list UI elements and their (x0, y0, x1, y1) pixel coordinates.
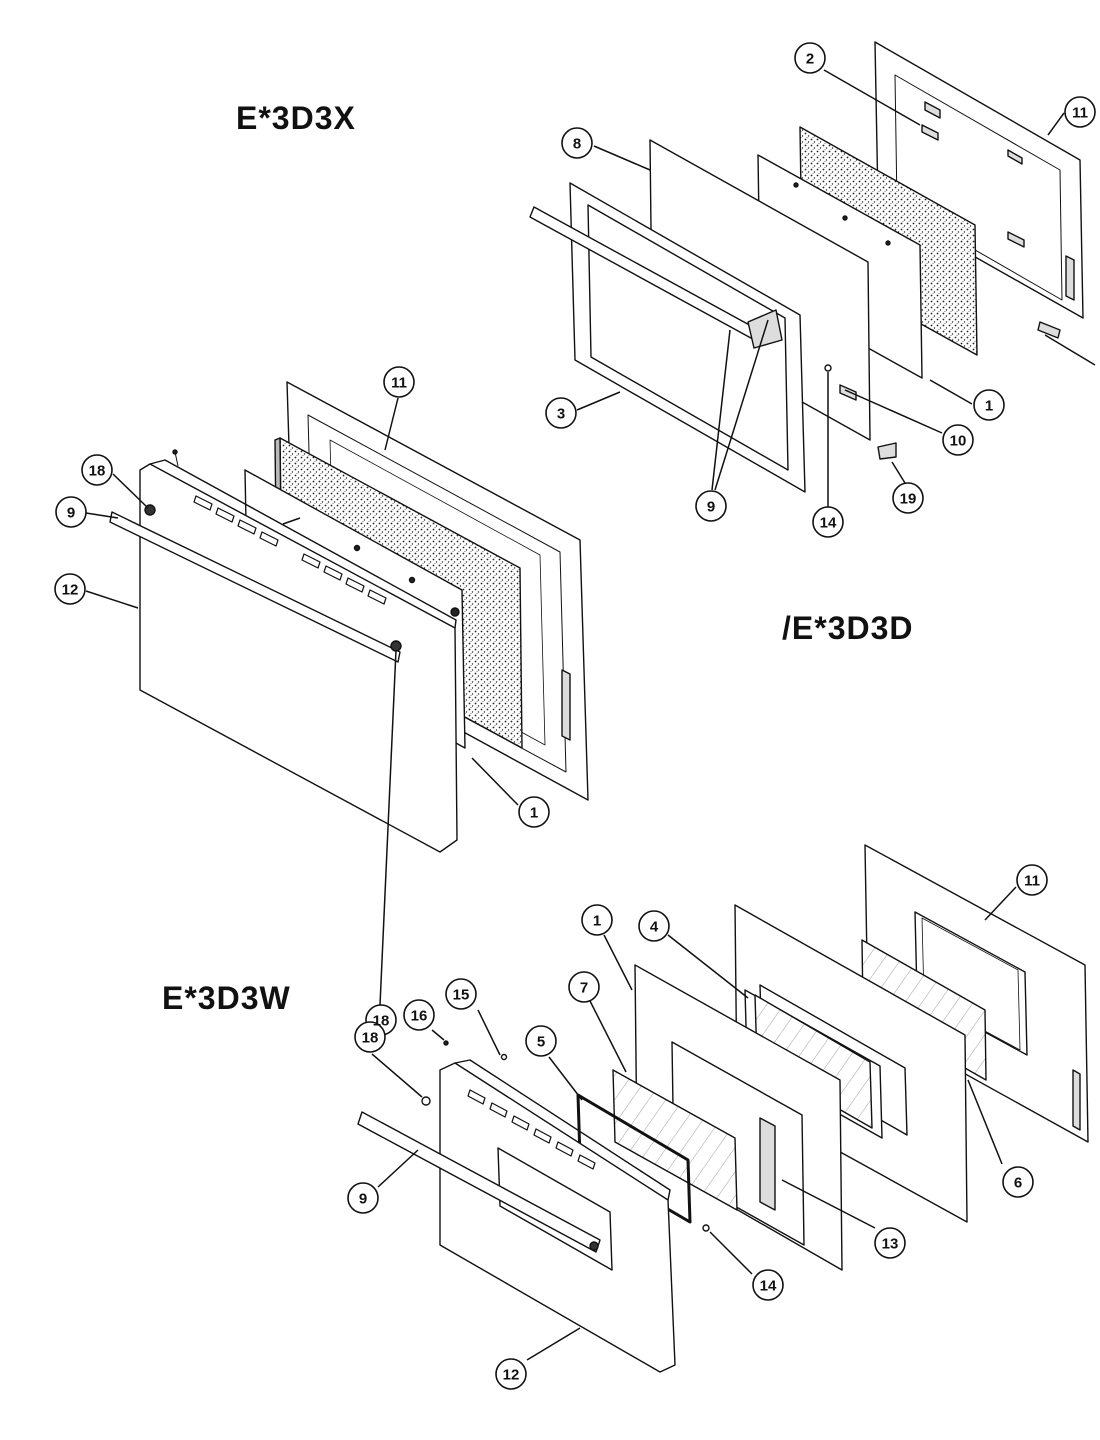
callout-circle-w-5 (525, 1025, 557, 1057)
callout-circle-x-9 (55, 496, 87, 528)
callout-circle-w-12 (495, 1358, 527, 1390)
callout-w-5: 5 (537, 1034, 545, 1051)
callout-circle-w-18 (354, 1021, 386, 1053)
callout-x-9: 9 (67, 505, 75, 522)
callout-w-16: 16 (411, 1008, 428, 1025)
assembly-x (109, 381, 589, 853)
callout-circle-d-10 (942, 424, 974, 456)
callout-w-18: 18 (362, 1030, 379, 1047)
callout-circle-x-12 (54, 573, 86, 605)
callout-d-1: 1 (985, 398, 993, 415)
callout-w-9: 9 (359, 1191, 367, 1208)
callout-d-8: 8 (573, 136, 581, 153)
callout-x-18a: 18 (89, 463, 106, 480)
callout-circle-w-16 (403, 999, 435, 1031)
leader-lines (85, 69, 1096, 1361)
callout-circle-d-14 (812, 506, 844, 538)
callout-circle-x-1 (518, 796, 550, 828)
callout-circle-w-13 (874, 1227, 906, 1259)
callout-circle-w-11 (1016, 864, 1048, 896)
callout-d-3: 3 (557, 406, 565, 423)
callout-x-12: 12 (62, 582, 79, 599)
assembly-d (529, 41, 1084, 493)
callout-d-9: 9 (707, 499, 715, 516)
callout-x-18b: 18 (373, 1013, 390, 1030)
assembly-w (357, 844, 1089, 1373)
callout-w-1: 1 (593, 913, 601, 930)
callout-w-15: 15 (453, 987, 470, 1004)
callout-w-12: 12 (503, 1367, 520, 1384)
callout-circle-d-9 (695, 490, 727, 522)
callout-d-2: 2 (806, 51, 814, 68)
callout-w-6: 6 (1014, 1175, 1022, 1192)
callout-circle-w-14 (752, 1269, 784, 1301)
gasket-5 (576, 1093, 692, 1224)
model-title-w: E*3D3W (162, 980, 291, 1016)
callout-circle-x-18a (81, 454, 113, 486)
callout-circle-d-8 (561, 127, 593, 159)
callout-circle-d-19 (892, 482, 924, 514)
callout-w-4: 4 (650, 919, 659, 936)
callout-circle-d-11 (1064, 96, 1096, 128)
callout-circle-w-7 (568, 971, 600, 1003)
callout-d-10: 10 (950, 433, 967, 450)
callout-circle-w-4 (638, 910, 670, 942)
callout-circle-d-3 (545, 397, 577, 429)
callout-w-11: 11 (1024, 873, 1040, 890)
callout-d-14: 14 (820, 515, 837, 532)
door-handle-x (109, 511, 401, 663)
callout-circle-d-1 (973, 389, 1005, 421)
model-title-d: /E*3D3D (782, 610, 914, 646)
callout-x-1: 1 (530, 805, 538, 822)
callout-circle-d-2 (794, 42, 826, 74)
callout-w-7: 7 (580, 980, 588, 997)
callout-circle-w-6 (1002, 1166, 1034, 1198)
callout-circle-w-9 (347, 1182, 379, 1214)
door-handle-w (357, 1111, 601, 1253)
callout-circle-w-15 (445, 978, 477, 1010)
callout-x-11: 11 (391, 375, 407, 392)
callout-w-13: 13 (882, 1236, 899, 1253)
model-title-x: E*3D3X (236, 100, 356, 136)
callout-circle-x-11 (383, 366, 415, 398)
callout-w-14: 14 (760, 1278, 777, 1295)
callout-circle-w-1 (581, 904, 613, 936)
callout-d-11: 11 (1072, 105, 1088, 122)
callout-d-19: 19 (900, 491, 917, 508)
